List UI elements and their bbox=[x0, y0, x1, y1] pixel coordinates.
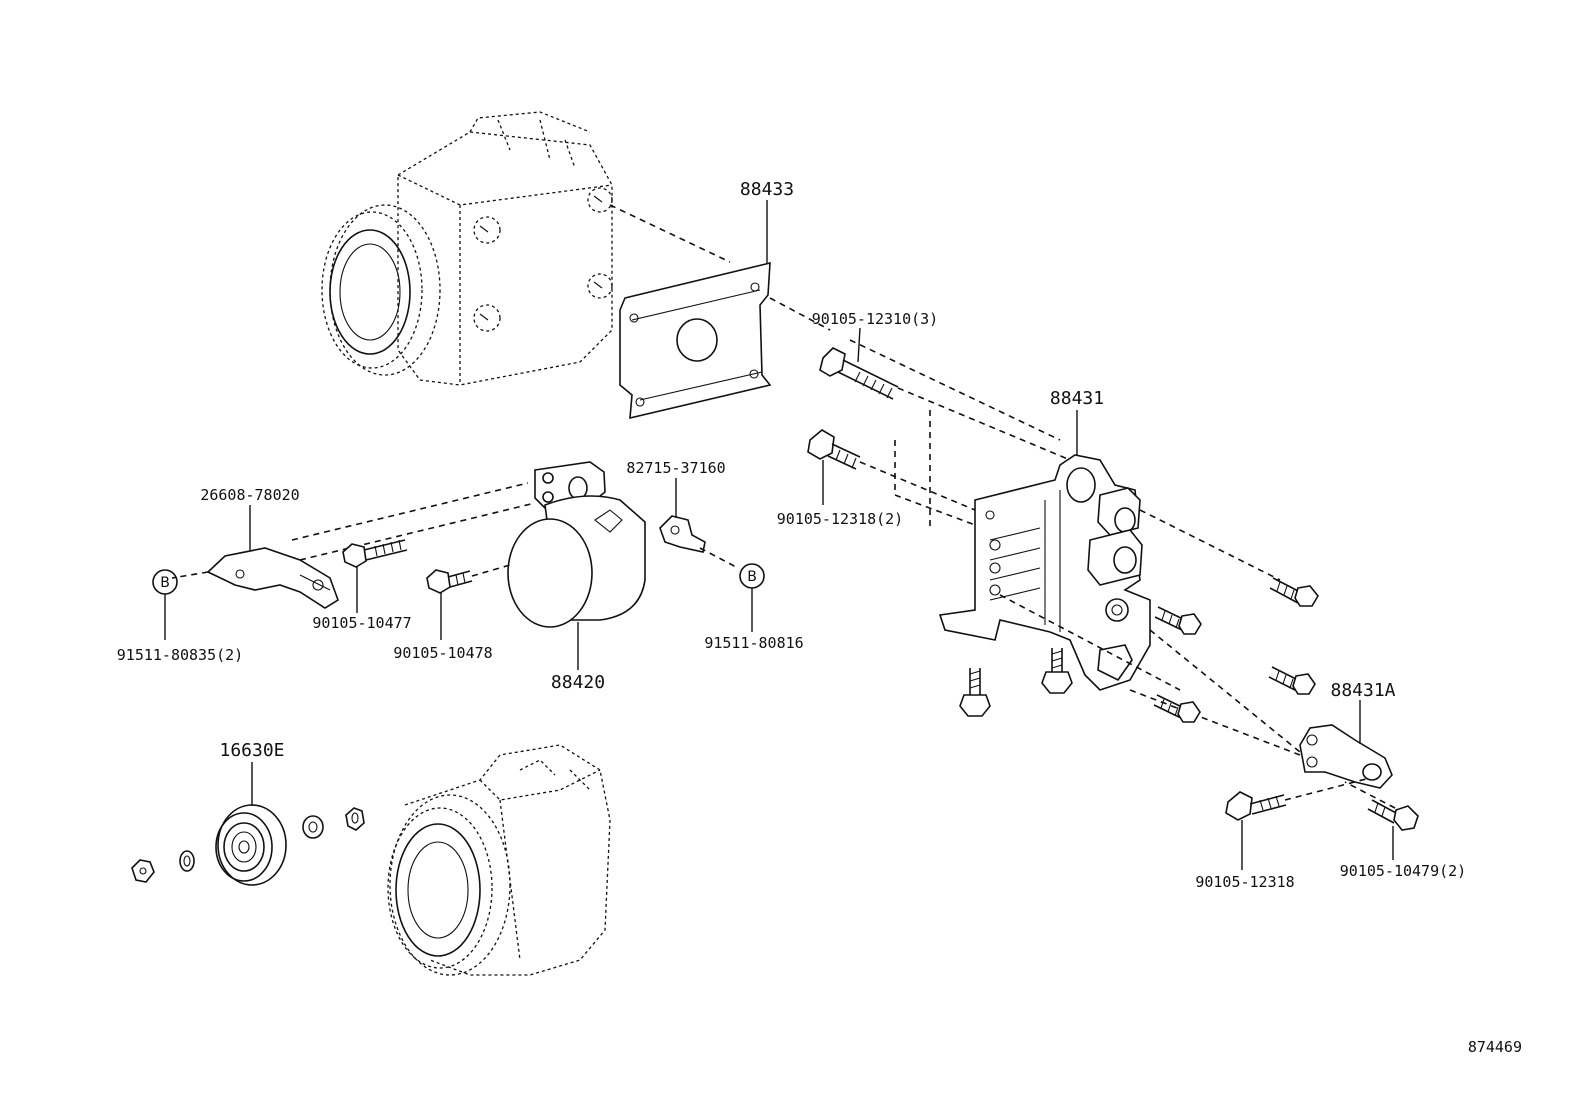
compressor-upper bbox=[321, 111, 613, 386]
bolt-90105-10479 bbox=[1367, 799, 1419, 831]
reference-b-right-label: B bbox=[747, 569, 757, 585]
callout-88433: 88433 bbox=[740, 179, 794, 200]
callout-16630e: 16630E bbox=[219, 740, 284, 761]
bracket-88431 bbox=[894, 410, 1151, 691]
bracket-88433 bbox=[619, 261, 772, 420]
bolt-90105-10477 bbox=[342, 539, 408, 568]
bolt-90105-12310 bbox=[819, 347, 899, 400]
nut-left bbox=[131, 859, 155, 883]
leader-lines bbox=[164, 200, 1394, 870]
clip-82715-37160 bbox=[659, 515, 706, 553]
bolt-small-right-1 bbox=[1269, 577, 1319, 607]
bolt-90105-12318 bbox=[1225, 791, 1287, 821]
bolt-90105-12318-pair bbox=[807, 429, 861, 470]
bolt-90105-10478 bbox=[426, 569, 473, 594]
nut-right bbox=[345, 807, 365, 831]
washer-right bbox=[302, 815, 324, 839]
part-88420 bbox=[507, 495, 646, 628]
pulley-16630e bbox=[215, 804, 287, 886]
bolt-small-right-4 bbox=[1153, 694, 1201, 723]
diagram-number: 874469 bbox=[1468, 1038, 1522, 1056]
callout-26608-78020: 26608-78020 bbox=[200, 486, 299, 504]
compressor-lower bbox=[387, 744, 611, 976]
callout-90105-10478: 90105-10478 bbox=[393, 644, 492, 662]
callout-82715-37160: 82715-37160 bbox=[626, 459, 725, 477]
callout-90105-10477: 90105-10477 bbox=[312, 614, 411, 632]
bolt-small-right-3 bbox=[1268, 666, 1316, 695]
callout-91511-80816: 91511-80816 bbox=[704, 634, 803, 652]
reference-b-left: B bbox=[152, 569, 178, 595]
callout-90105-12310: 90105-12310(3) bbox=[812, 310, 938, 328]
callout-91511-80835: 91511-80835(2) bbox=[117, 646, 243, 664]
callout-88420: 88420 bbox=[551, 672, 605, 693]
bracket-88431a bbox=[1299, 724, 1393, 789]
callout-88431: 88431 bbox=[1050, 388, 1104, 409]
callout-90105-12318-2: 90105-12318(2) bbox=[777, 510, 903, 528]
bolt-vertical-1 bbox=[959, 668, 991, 717]
bolt-vertical-2 bbox=[1041, 648, 1073, 694]
reference-b-right: B bbox=[739, 563, 765, 589]
callout-88431a: 88431A bbox=[1330, 680, 1395, 701]
bracket-26608-78020 bbox=[206, 547, 339, 609]
reference-b-left-label: B bbox=[160, 575, 170, 591]
bolt-small-right-2 bbox=[1154, 606, 1202, 635]
callout-90105-10479: 90105-10479(2) bbox=[1340, 862, 1466, 880]
callout-90105-12318: 90105-12318 bbox=[1195, 873, 1294, 891]
washer-left bbox=[179, 850, 195, 872]
